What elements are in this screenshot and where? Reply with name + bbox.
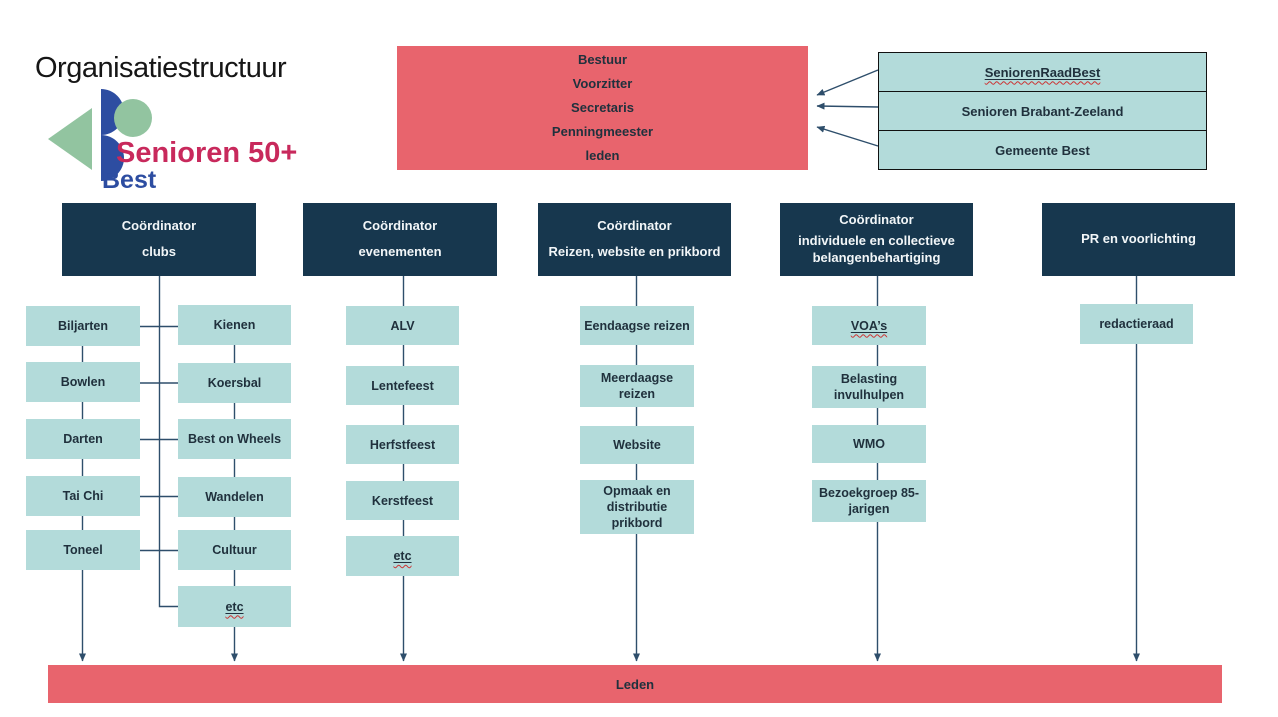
node-lentefeest: Lentefeest bbox=[346, 366, 459, 405]
node-label: Best on Wheels bbox=[187, 432, 282, 446]
node-label: Kienen bbox=[213, 318, 256, 332]
leden-bar: Leden bbox=[48, 665, 1222, 703]
node-bezoekgroep-85-jarigen: Bezoekgroep 85-jarigen bbox=[812, 480, 926, 522]
node-label: Kerstfeest bbox=[371, 493, 434, 508]
node-toneel: Toneel bbox=[26, 530, 140, 570]
coordinator-clubs: Coördinator clubs bbox=[62, 203, 256, 276]
node-label: Bezoekgroep 85-jarigen bbox=[818, 486, 920, 516]
node-voas: VOA’s bbox=[812, 306, 926, 345]
external-org-label: SeniorenRaadBest bbox=[984, 64, 1101, 80]
logo-b-bottom bbox=[101, 135, 124, 181]
connector-clubs-spine bbox=[158, 276, 178, 608]
node-alv: ALV bbox=[346, 306, 459, 345]
page-title: Organisatiestructuur bbox=[35, 52, 287, 84]
senioren-best-logo: Senioren 50+ Best bbox=[48, 89, 297, 194]
node-redactieraad: redactieraad bbox=[1080, 304, 1193, 344]
node-label: Herfstfeest bbox=[369, 437, 436, 452]
external-org-label: Senioren Brabant-Zeeland bbox=[961, 103, 1124, 119]
node-label: Koersbal bbox=[207, 376, 262, 390]
node-tai-chi: Tai Chi bbox=[26, 476, 140, 516]
node-belasting-invulhulpen: Belasting invulhulpen bbox=[812, 366, 926, 408]
node-darten: Darten bbox=[26, 419, 140, 459]
coordinator-label: PR en voorlichting bbox=[1081, 231, 1196, 247]
external-org-label: Gemeente Best bbox=[995, 142, 1090, 158]
coordinator-label: clubs bbox=[142, 243, 176, 259]
node-eendaagse-reizen: Eendaagse reizen bbox=[580, 306, 694, 345]
coordinator-label: Reizen, website en prikbord bbox=[548, 243, 721, 259]
node-label: ALV bbox=[390, 318, 415, 333]
bestuur-line: Secretaris bbox=[571, 100, 634, 115]
node-kerstfeest: Kerstfeest bbox=[346, 481, 459, 520]
coordinator-label: Coördinator bbox=[362, 218, 438, 234]
node-biljarten: Biljarten bbox=[26, 306, 140, 346]
node-label: Website bbox=[613, 438, 661, 452]
arrow-brabantzeeland-to-bestuur bbox=[816, 102, 879, 110]
node-label: Tai Chi bbox=[62, 489, 104, 503]
node-cultuur: Cultuur bbox=[178, 530, 291, 570]
node-label: Biljarten bbox=[57, 319, 108, 333]
node-meerdaagse-reizen: Meerdaagse reizen bbox=[580, 365, 694, 407]
node-label: VOA’s bbox=[850, 318, 888, 333]
node-label: Cultuur bbox=[212, 543, 257, 557]
node-herfstfeest: Herfstfeest bbox=[346, 425, 459, 464]
bestuur-line: leden bbox=[585, 148, 620, 163]
node-label: Darten bbox=[63, 432, 103, 446]
coordinator-pr-voorlichting: PR en voorlichting bbox=[1042, 203, 1235, 276]
node-label: etc bbox=[225, 599, 244, 614]
node-label: Belasting invulhulpen bbox=[833, 372, 905, 402]
node-kienen: Kienen bbox=[178, 305, 291, 345]
node-wandelen: Wandelen bbox=[178, 477, 291, 517]
row-gemeente-best: Gemeente Best bbox=[879, 131, 1206, 169]
arrow-seniorenraad-to-bestuur bbox=[816, 69, 879, 96]
node-label: redactieraad bbox=[1099, 317, 1174, 331]
node-koersbal: Koersbal bbox=[178, 363, 291, 403]
logo-brand-text: Senioren 50+ bbox=[116, 137, 297, 169]
node-bowlen: Bowlen bbox=[26, 362, 140, 402]
bestuur-line: Bestuur bbox=[577, 52, 628, 67]
node-label: Toneel bbox=[63, 543, 103, 557]
coordinator-label: Coördinator bbox=[839, 212, 914, 228]
node-label: Opmaak en distributie prikbord bbox=[603, 484, 671, 530]
coordinator-belangenbehartiging: Coördinator individuele en collectieve b… bbox=[780, 203, 973, 276]
node-label: Lentefeest bbox=[371, 378, 434, 393]
logo-triangle bbox=[48, 108, 92, 170]
leden-label: Leden bbox=[615, 676, 655, 692]
bestuur-box: Bestuur Voorzitter Secretaris Penningmee… bbox=[397, 46, 808, 170]
coordinator-label: evenementen bbox=[358, 243, 442, 259]
external-orgs-table: SeniorenRaadBest Senioren Brabant-Zeelan… bbox=[878, 52, 1207, 170]
row-seniorenraadbest: SeniorenRaadBest bbox=[879, 53, 1206, 92]
coordinator-reizen-website-prikbord: Coördinator Reizen, website en prikbord bbox=[538, 203, 731, 276]
node-opmaak-distributie-prikbord: Opmaak en distributie prikbord bbox=[580, 480, 694, 534]
node-website: Website bbox=[580, 426, 694, 464]
coordinator-label: Coördinator bbox=[121, 218, 197, 234]
node-label: WMO bbox=[853, 437, 885, 451]
node-wmo: WMO bbox=[812, 425, 926, 463]
row-senioren-brabant-zeeland: Senioren Brabant-Zeeland bbox=[879, 92, 1206, 131]
node-label: Wandelen bbox=[205, 490, 264, 504]
coordinator-label: Coördinator bbox=[597, 218, 672, 234]
coordinator-label: individuele en collectieve belangenbehar… bbox=[798, 232, 955, 265]
node-label: Bowlen bbox=[60, 375, 106, 389]
node-label: etc bbox=[393, 549, 412, 563]
node-clubs-etc: etc bbox=[178, 586, 291, 627]
bestuur-line: Penningmeester bbox=[551, 124, 654, 139]
arrow-gemeente-to-bestuur bbox=[816, 125, 879, 147]
coordinator-evenementen: Coördinator evenementen bbox=[303, 203, 497, 276]
logo-city-text: Best bbox=[102, 166, 157, 194]
node-best-on-wheels: Best on Wheels bbox=[178, 419, 291, 459]
node-label: Eendaagse reizen bbox=[584, 318, 690, 333]
logo-circle bbox=[114, 99, 152, 137]
node-evenementen-etc: etc bbox=[346, 536, 459, 576]
node-label: Meerdaagse reizen bbox=[600, 371, 674, 401]
bestuur-line: Voorzitter bbox=[572, 76, 633, 91]
